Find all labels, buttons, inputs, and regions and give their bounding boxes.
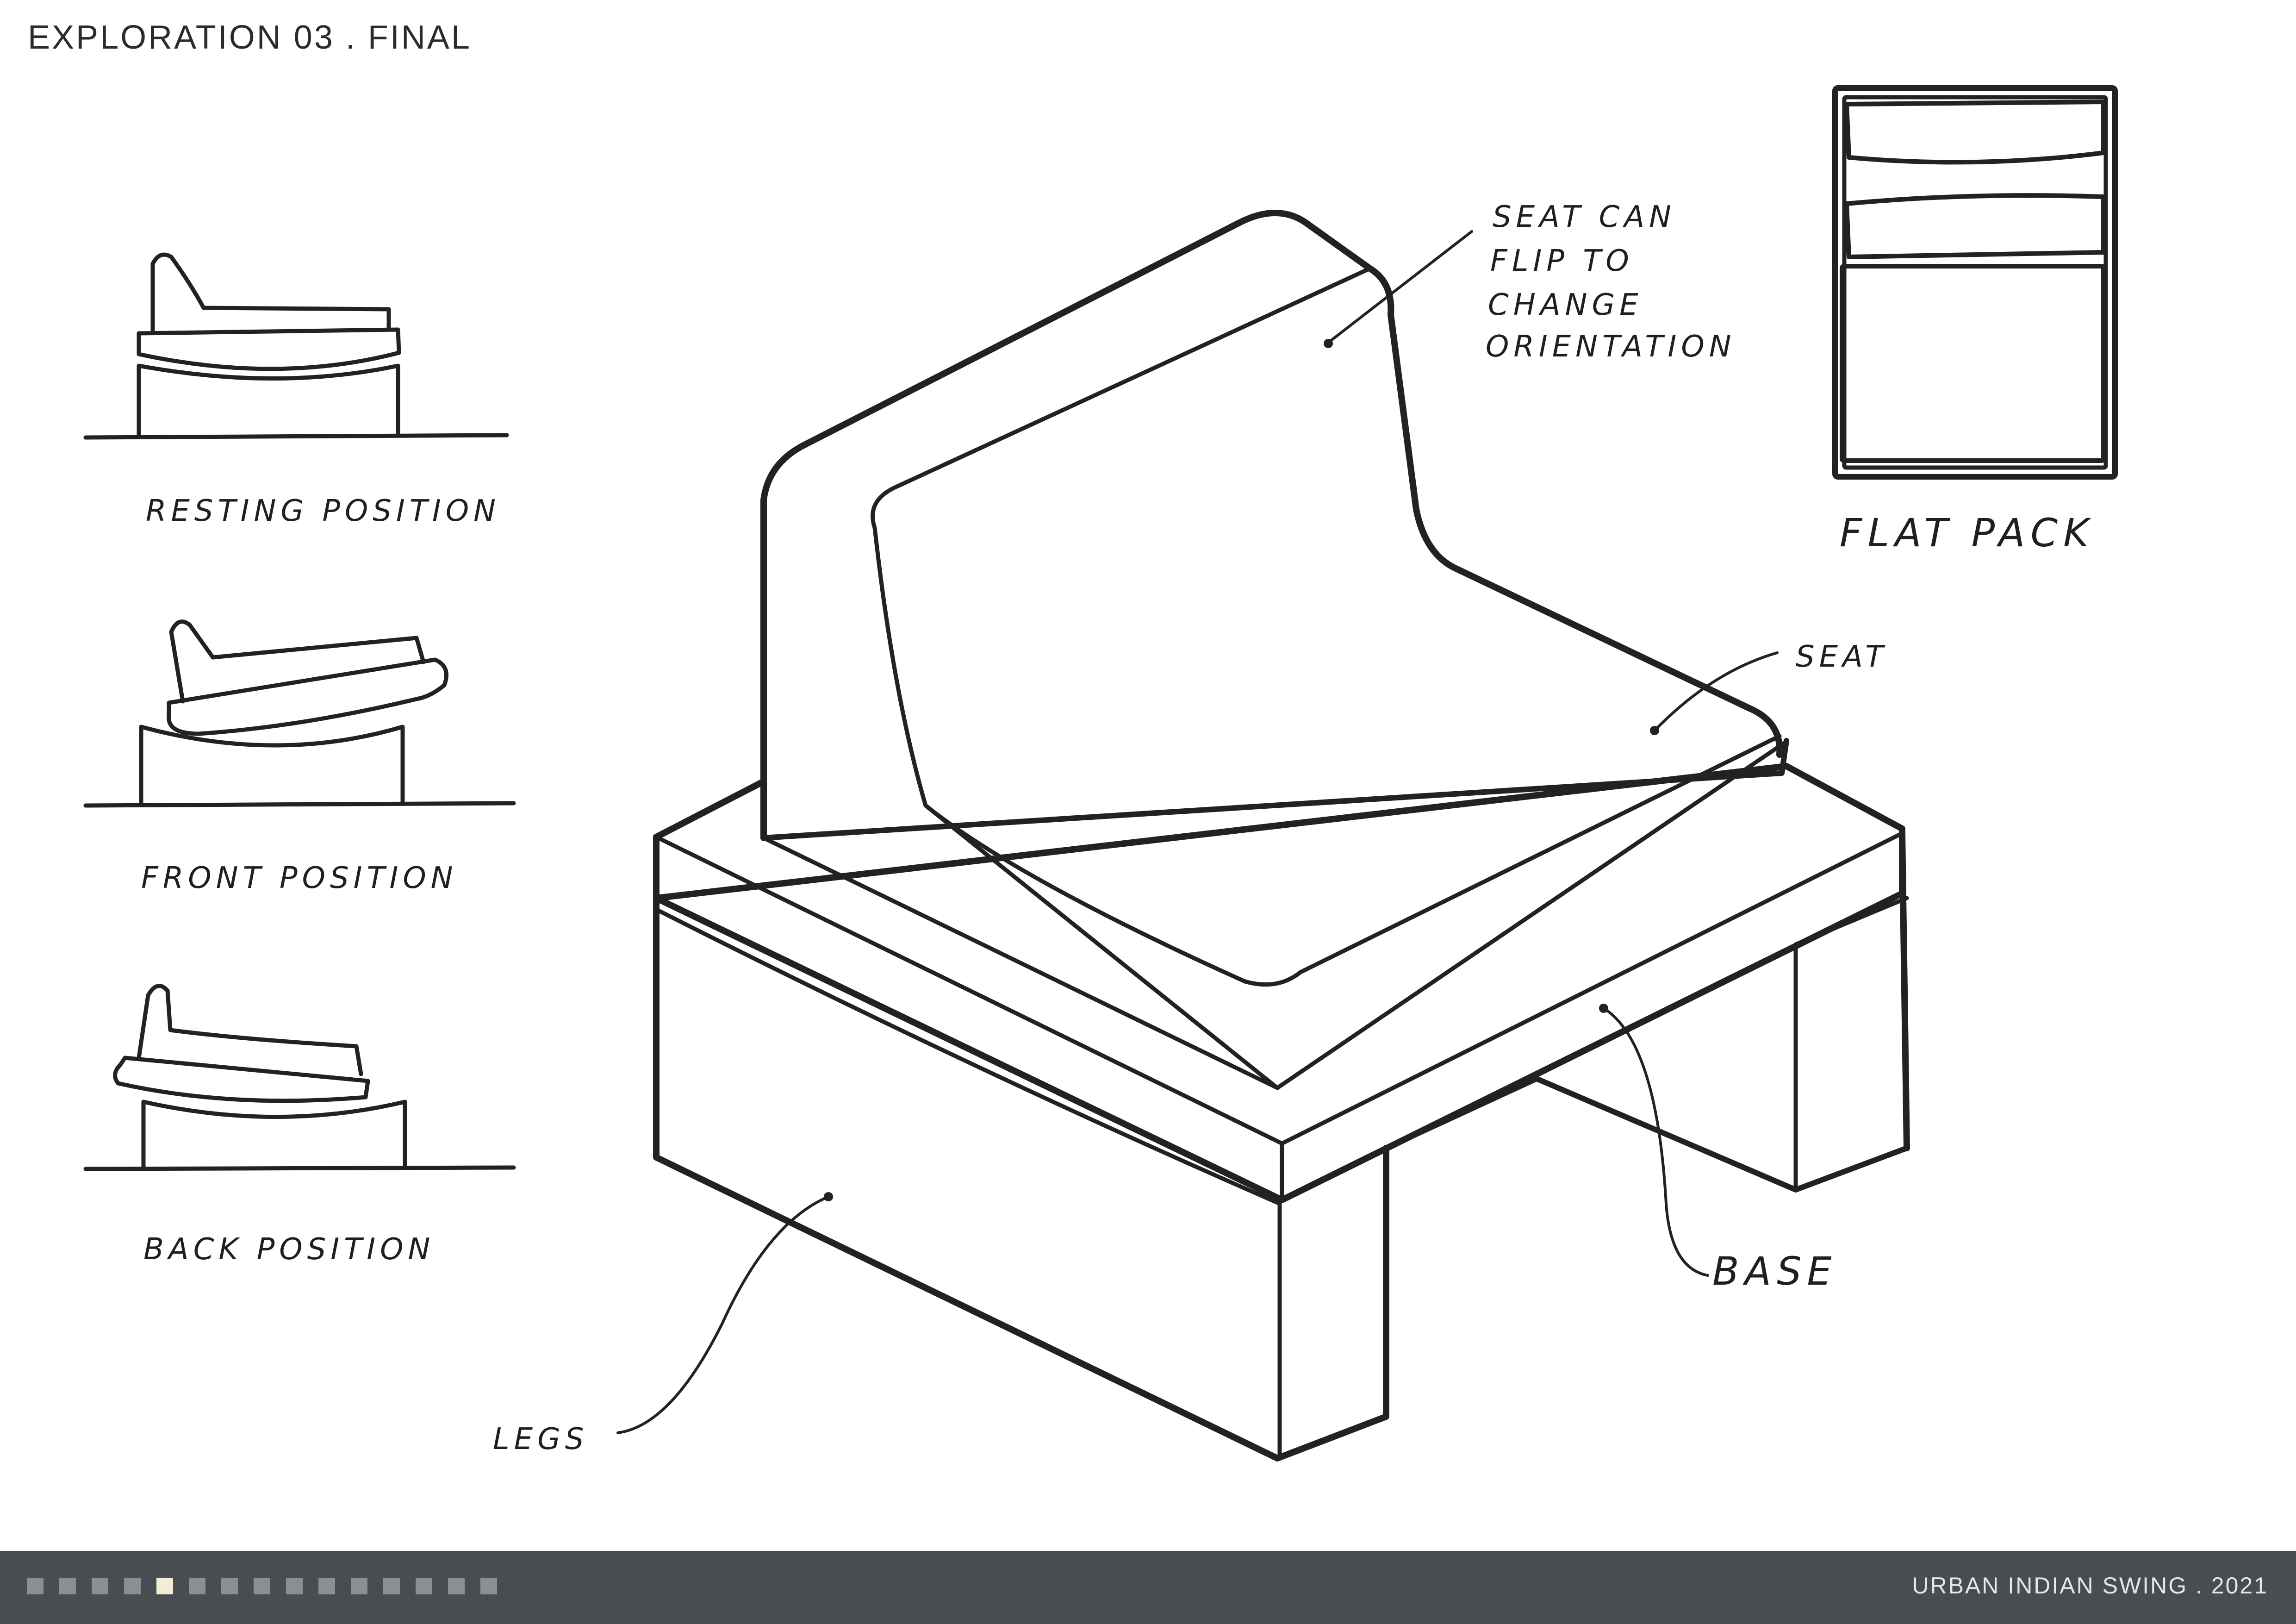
seat-flip-note-line-3: CHANGE [1488,288,1643,322]
page-indicator-square[interactable] [189,1578,205,1594]
page-indicator-square[interactable] [480,1578,497,1594]
flat-pack-sketch: FLAT PACK [1835,88,2115,556]
seat-flip-note-line-1: SEAT CAN [1493,200,1676,234]
footer-project-title: URBAN INDIAN SWING . 2021 [1912,1572,2268,1599]
flat-pack-label: FLAT PACK [1840,510,2094,556]
page-indicator-square[interactable] [221,1578,238,1594]
page-indicator-square[interactable] [351,1578,367,1594]
page-indicator-square[interactable] [92,1578,108,1594]
back-position-label: BACK POSITION [143,1232,435,1267]
resting-position-label: RESTING POSITION [146,494,500,528]
page-indicator-square[interactable] [254,1578,270,1594]
front-position-sketch: FRONT POSITION [86,622,514,895]
sketch-sheet: EXPLORATION 03 . FINAL RESTING POSITION … [0,0,2296,1551]
page-indicator-square[interactable] [124,1578,141,1594]
base-label: BASE [1712,1249,1837,1294]
seat-flip-note-line-2: FLIP TO [1490,244,1634,278]
sketch-drawing: RESTING POSITION FRONT POSITION BACK POS… [0,0,2296,1551]
page-indicator-square[interactable] [448,1578,465,1594]
main-chair-sketch: SEAT CAN FLIP TO CHANGE ORIENTATION SEAT… [493,200,1907,1458]
resting-position-sketch: RESTING POSITION [86,255,507,528]
seat-flip-note-line-4: ORIENTATION [1486,330,1736,364]
page-indicator-active[interactable] [156,1578,173,1594]
page-indicator-square[interactable] [416,1578,432,1594]
page-indicator-square[interactable] [318,1578,335,1594]
page-indicator-square[interactable] [59,1578,76,1594]
page-indicator-square[interactable] [27,1578,44,1594]
page-indicator-square[interactable] [286,1578,303,1594]
seat-label: SEAT [1796,640,1888,674]
page-indicator-square[interactable] [383,1578,400,1594]
back-position-sketch: BACK POSITION [86,986,514,1267]
footer-bar: URBAN INDIAN SWING . 2021 [0,1551,2296,1624]
front-position-label: FRONT POSITION [141,861,458,895]
legs-label: LEGS [493,1422,588,1456]
page-indicator [27,1578,497,1594]
